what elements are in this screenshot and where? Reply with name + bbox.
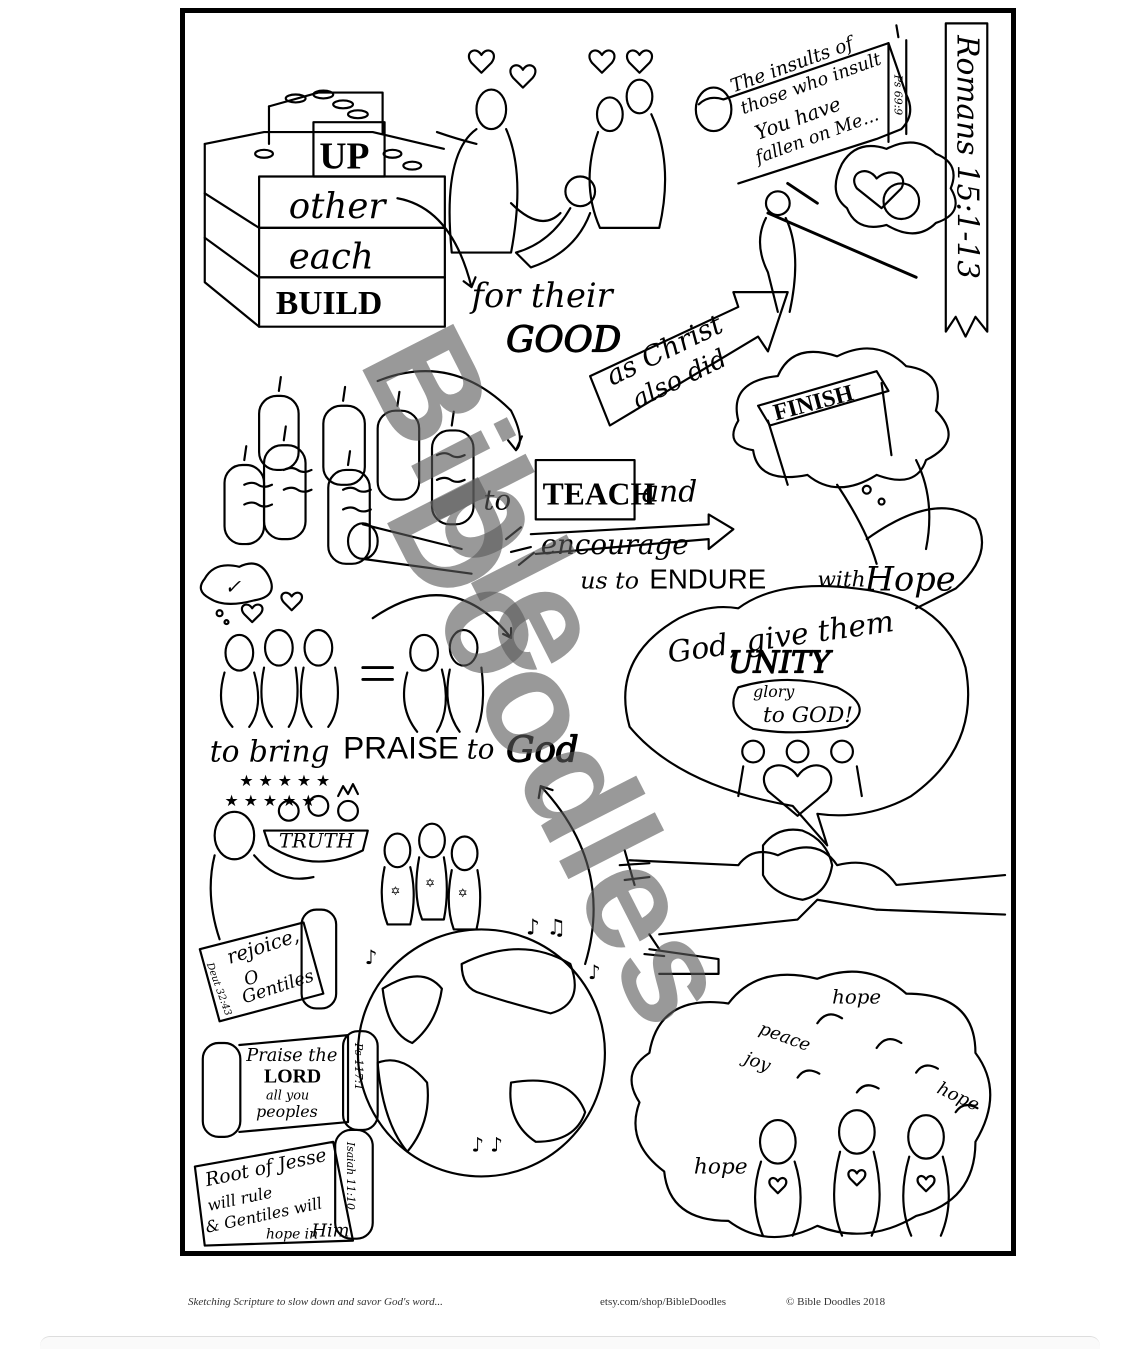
endure-prefix: us to — [580, 567, 639, 595]
heart-icon — [280, 591, 304, 612]
music-note-icon: ♪ ♪ — [472, 1134, 504, 1157]
praise-scroll-line-3: all you — [266, 1088, 309, 1103]
teach-text: TEACH — [543, 477, 656, 512]
unity-line-2: UNITY — [728, 645, 832, 680]
star-of-david-icon: ✡ — [458, 886, 468, 900]
heart-icon — [625, 49, 654, 74]
endure-text: ENDURE — [649, 564, 766, 595]
hope-word-2: hope — [694, 1154, 748, 1179]
music-note-icon: ♪ — [365, 946, 378, 969]
for-their-good: for their GOOD — [396, 197, 622, 361]
block-build-label: BUILD — [276, 285, 382, 322]
joy-word: joy — [738, 1046, 775, 1076]
rejoice-line-2: O — [241, 966, 262, 991]
praise-scroll-line-4: peoples — [256, 1102, 318, 1121]
doodle-canvas: Romans 15:1-13 UP other each BUILD — [193, 22, 1007, 1247]
block-other-label: other — [289, 186, 388, 227]
coloring-page: Romans 15:1-13 UP other each BUILD — [180, 8, 1016, 1256]
block-each-label: each — [289, 236, 374, 277]
praise-text: PRAISE — [343, 729, 459, 765]
praise-god-text: God — [506, 729, 579, 770]
helping-figures — [435, 49, 667, 269]
praise-scroll-line-2: LORD — [264, 1066, 321, 1088]
scroll-praise: Praise the LORD all you peoples Ps 117:1 — [201, 1030, 379, 1138]
reference-text: Romans 15:1-13 — [951, 34, 986, 279]
heart-icon — [762, 764, 833, 817]
praise-scroll-line-1: Praise the — [245, 1045, 337, 1066]
star-figures: ✡ ✡ ✡ — [380, 822, 482, 931]
star-of-david-icon: ✡ — [425, 876, 435, 890]
heart-icon — [853, 170, 905, 210]
glory-line-1: glory — [753, 682, 795, 701]
scroll-jesse: Root of Jesse will rule & Gentiles will … — [193, 1128, 374, 1247]
rejoice-ref: Deut 32:43 — [204, 960, 234, 1017]
truth-platter: ★ ★ ★ ★ ★ ★ ★ ★ ★ ★ TRUTH — [209, 771, 369, 941]
praise-line: to bring PRAISE to God — [210, 729, 580, 771]
bottom-panel-edge — [40, 1336, 1100, 1349]
good-text: GOOD — [506, 319, 621, 360]
glory-line-2: to GOD! — [763, 703, 853, 728]
singing-globe: ♪ ♫ ♪ ♪ ♪ ♪ — [356, 785, 607, 1178]
teach-to-text: to — [483, 483, 511, 516]
hope-word-1: hope — [832, 986, 881, 1009]
heart-icon — [588, 49, 616, 74]
candle-scrolls — [223, 370, 524, 575]
building-blocks: UP other each BUILD — [203, 89, 446, 328]
music-note-icon: ♪ ♫ — [526, 915, 566, 940]
insults-scroll: The insults of those who insult You have… — [694, 24, 957, 313]
heart-icon — [509, 64, 537, 89]
to-bring-text: to bring — [210, 733, 330, 768]
insults-ref: Ps 69:9 — [891, 74, 904, 116]
for-their-text: for their — [469, 276, 615, 315]
footer-shop-link[interactable]: etsy.com/shop/BibleDoodles — [600, 1296, 727, 1308]
checkmark-icon: ✓ — [225, 575, 242, 598]
star-icon: ★ ★ ★ ★ ★ — [225, 791, 316, 810]
star-of-david-icon: ✡ — [391, 884, 401, 898]
heart-icon — [240, 603, 264, 624]
teach-encourage: to TEACH and encourage us to ENDURE with… — [483, 458, 956, 599]
peace-word: peace — [756, 1018, 813, 1056]
praise-to-text: to — [467, 732, 495, 765]
jesse-line-4: hope in — [266, 1227, 318, 1243]
music-note-icon: ♪ — [588, 961, 601, 984]
praise-scroll-ref: Ps 117:1 — [352, 1042, 365, 1090]
crowd-figures: ✓ — [199, 562, 513, 733]
heart-icon — [916, 1174, 936, 1193]
truth-text: TRUTH — [279, 829, 355, 852]
heart-icon — [847, 1169, 867, 1187]
finish-text: FINISH — [771, 380, 857, 426]
hands-figure — [618, 828, 1007, 975]
star-icon: ★ ★ ★ ★ ★ — [239, 771, 330, 790]
footer-tagline: Sketching Scripture to slow down and sav… — [188, 1296, 443, 1308]
heart-icon — [467, 49, 495, 74]
jesse-line-5: Him — [310, 1221, 349, 1242]
heart-icon — [768, 1176, 788, 1195]
jesse-ref: Isaiah 11:10 — [344, 1141, 357, 1210]
reference-banner: Romans 15:1-13 — [944, 22, 989, 338]
footer-copyright: © Bible Doodles 2018 — [786, 1296, 886, 1308]
block-up-label: UP — [319, 137, 369, 178]
encourage-text: encourage — [541, 528, 689, 561]
scroll-rejoice: rejoice, O Gentiles Deut 32:43 — [198, 908, 338, 1023]
teach-and-text: and — [641, 474, 697, 509]
rejoice-line-1: rejoice, — [224, 924, 302, 969]
